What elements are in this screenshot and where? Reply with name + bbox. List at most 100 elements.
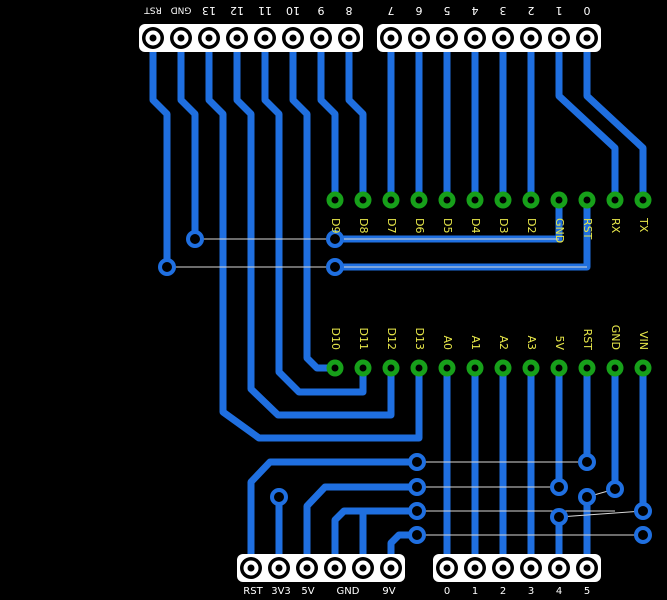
trace-10-to-d10 xyxy=(289,34,339,372)
module-upper-pad xyxy=(522,191,540,209)
pad-hole xyxy=(289,34,297,42)
via xyxy=(186,230,204,248)
power-header-pads xyxy=(240,557,402,579)
via xyxy=(550,478,568,496)
top-header-label: RST xyxy=(144,5,162,15)
analog-header-pad xyxy=(436,557,458,579)
power-header-label: 3V3 xyxy=(271,586,291,597)
top-header-pad xyxy=(520,27,542,49)
analog-header-pad xyxy=(548,557,570,579)
pad-hole xyxy=(527,34,535,42)
pad-hole xyxy=(443,196,451,204)
pad-hole xyxy=(499,364,507,372)
top-header-pad xyxy=(436,27,458,49)
pad-hole xyxy=(359,196,367,204)
module-upper-label: D2 xyxy=(525,218,538,233)
pad-hole xyxy=(387,34,395,42)
module-lower-label: VIN xyxy=(637,331,650,350)
module-lower-pad xyxy=(326,359,344,377)
module-upper-pad xyxy=(578,191,596,209)
pad-hole xyxy=(443,34,451,42)
power-header-pad xyxy=(380,557,402,579)
module-lower-pad xyxy=(382,359,400,377)
pad-hole xyxy=(387,196,395,204)
power-header-label: GND xyxy=(337,586,360,597)
module-upper-label: GND xyxy=(553,218,566,243)
via xyxy=(408,478,426,496)
module-lower-label: A3 xyxy=(525,335,538,350)
power-header-label: 9V xyxy=(382,586,395,597)
trace-13-to-d13 xyxy=(205,34,423,442)
module-upper-pad xyxy=(438,191,456,209)
module-upper-pad xyxy=(494,191,512,209)
trace-1-to-rx xyxy=(555,34,619,204)
top-header-label: 13 xyxy=(202,4,216,17)
module-lower-label: D11 xyxy=(357,328,370,350)
pad-hole xyxy=(471,34,479,42)
module-upper-pad xyxy=(354,191,372,209)
module-upper-pad xyxy=(550,191,568,209)
via xyxy=(158,258,176,276)
module-lower-label: RST xyxy=(581,329,594,351)
module-lower-label: A0 xyxy=(441,335,454,350)
top-header xyxy=(139,24,601,52)
via xyxy=(408,502,426,520)
analog-header-label: 5 xyxy=(584,586,590,597)
module-upper-pad xyxy=(466,191,484,209)
pad-hole xyxy=(499,564,507,572)
module-lower-pad xyxy=(634,359,652,377)
module-lower-label: 5V xyxy=(553,335,566,350)
module-upper-pad xyxy=(634,191,652,209)
pad-hole xyxy=(499,34,507,42)
power-header-pad xyxy=(324,557,346,579)
module-upper-label: D8 xyxy=(357,218,370,233)
pad-hole xyxy=(555,364,563,372)
pad-hole xyxy=(583,34,591,42)
module-lower-pads xyxy=(326,359,652,377)
analog-header-pad xyxy=(464,557,486,579)
top-header-pad xyxy=(282,27,304,49)
analog-header-label: 4 xyxy=(556,586,562,597)
pad-hole xyxy=(471,364,479,372)
via xyxy=(606,480,624,498)
pad-hole xyxy=(177,34,185,42)
power-header-pad xyxy=(240,557,262,579)
module-lower-pad xyxy=(438,359,456,377)
module-upper-label: RX xyxy=(609,218,622,234)
module-lower-pad xyxy=(494,359,512,377)
module-upper-label: D9 xyxy=(329,218,342,233)
top-header-pad xyxy=(492,27,514,49)
pad-hole xyxy=(583,564,591,572)
via xyxy=(326,230,344,248)
top-header-label: 2 xyxy=(528,4,535,17)
top-header-label: 9 xyxy=(318,4,325,17)
pad-hole xyxy=(443,364,451,372)
pad-hole xyxy=(555,564,563,572)
top-header-left-body xyxy=(139,24,363,52)
pad-hole xyxy=(415,196,423,204)
module-upper-label: D5 xyxy=(441,218,454,233)
module-lower-label: A1 xyxy=(469,335,482,350)
top-header-pad xyxy=(142,27,164,49)
module-lower-label: D13 xyxy=(413,328,426,350)
top-header-label: 7 xyxy=(388,4,395,17)
pad-hole xyxy=(331,364,339,372)
via xyxy=(578,453,596,471)
pad-hole xyxy=(555,196,563,204)
pad-hole xyxy=(527,564,535,572)
pad-hole xyxy=(345,34,353,42)
via xyxy=(578,488,596,506)
module-upper-pad xyxy=(606,191,624,209)
top-header-pad xyxy=(408,27,430,49)
analog-header-label: 0 xyxy=(444,586,450,597)
power-header-pad xyxy=(268,557,290,579)
top-header-label: 10 xyxy=(286,4,300,17)
pad-hole xyxy=(275,564,283,572)
power-header-label: RST xyxy=(243,586,263,597)
trace-rst-to-rst xyxy=(149,34,171,271)
module-lower-label: D10 xyxy=(329,328,342,350)
